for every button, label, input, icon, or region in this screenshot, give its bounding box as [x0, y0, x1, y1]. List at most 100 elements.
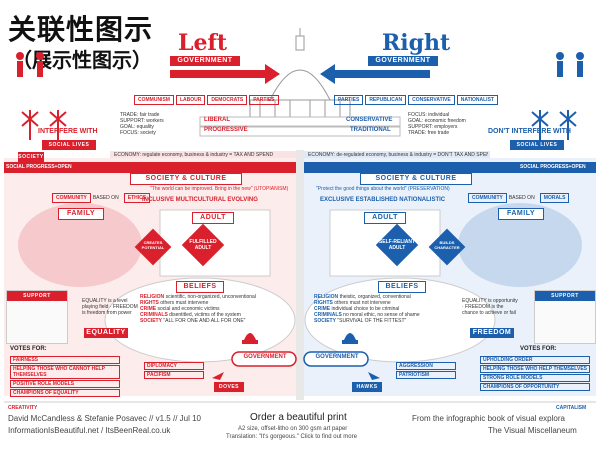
right-party-pill: PARTIES — [334, 95, 364, 105]
left-bottom-government: GOVERNMENT — [243, 354, 287, 360]
footer-order-sub2: Translation: "It's gorgeous." Click to f… — [226, 434, 357, 440]
left-vote-item: HELPING THOSE WHO CANNOT HELP THEMSELVES — [10, 365, 120, 379]
right-morals-pill: MORALS — [539, 193, 570, 203]
right-belief-value: no moral ethic, no sense of shame — [343, 312, 420, 318]
right-belief-item: CRIME individual choice to be criminal — [314, 306, 464, 312]
left-belief-key: CRIME — [140, 306, 157, 312]
right-family-label: FAMILY — [498, 208, 544, 220]
right-belief-key: SOCIETY — [314, 318, 336, 324]
right-interfere: DON'T INTERFERE WITH — [488, 128, 571, 135]
right-belief-value: individual choice to be criminal — [331, 306, 400, 312]
left-vote-item: POSITIVE ROLE MODELS — [10, 380, 120, 388]
right-support-panel: SUPPORT — [534, 290, 596, 344]
left-attributes: TRADE: fair trade SUPPORT: workers GOAL:… — [120, 112, 195, 136]
hawk-icon — [368, 372, 380, 380]
right-flag-icon — [531, 110, 577, 140]
left-party-pill: COMMUNISM — [134, 95, 174, 105]
right-arrow — [320, 64, 430, 84]
right-header-title: Right — [382, 30, 451, 56]
page-title: 关联性图示 — [8, 13, 154, 46]
left-belief-value: "ALL FOR ONE AND ALL FOR ONE" — [163, 318, 246, 324]
left-mid-vote: PACIFISM — [144, 371, 204, 379]
left-section-bar: SOCIAL PROGRESS+OPEN — [6, 164, 72, 170]
conservative-label: CONSERVATIVE — [346, 117, 393, 123]
left-family-label: FAMILY — [58, 208, 104, 220]
left-mid-votes: DIPLOMACY PACIFISM — [144, 362, 204, 379]
right-party-pill: NATIONALIST — [456, 95, 498, 105]
left-based-on: BASED ON — [92, 195, 119, 201]
left-equality-text: EQUALITY is a level playing field · FREE… — [82, 298, 138, 316]
right-exclusive: EXCLUSIVE ESTABLISHED NATIONALISTIC — [320, 197, 446, 203]
left-belief-value: social and economic victims — [157, 306, 220, 312]
left-support-panel: SUPPORT — [6, 290, 68, 344]
left-beliefs-label: BELIEFS — [176, 281, 224, 293]
right-capitol-icon — [342, 333, 358, 344]
left-vote-item: FAIRNESS — [10, 356, 120, 364]
doves-label: DOVES — [214, 382, 244, 392]
footer-capitalism: CAPITALISM — [556, 405, 587, 411]
right-attributes: FOCUS: individual GOAL: economic freedom… — [408, 112, 488, 136]
left-votes-list: FAIRNESS HELPING THOSE WHO CANNOT HELP T… — [10, 356, 120, 398]
left-fulfilled-adult: FULFILLED ADULT — [189, 239, 217, 251]
left-header-title: Left — [178, 30, 228, 56]
left-ethics-pill: ETHICS — [123, 193, 151, 203]
right-bottom-government: GOVERNMENT — [315, 354, 359, 360]
left-social-lives: SOCIAL LIVES — [42, 140, 96, 150]
left-vote-item: CHAMPIONS OF EQUALITY — [10, 389, 120, 397]
economy-left-bar — [110, 151, 296, 158]
right-support: SUPPORT: employers — [408, 124, 458, 130]
right-quote: "Protect the good things about the world… — [316, 186, 450, 192]
left-party-pill: PARTIES — [249, 95, 279, 105]
left-government-label: GOVERNMENT — [170, 56, 240, 66]
left-interfere: INTERFERE WITH — [38, 128, 98, 135]
freedom-label: FREEDOM — [470, 328, 514, 338]
right-mid-votes: AGGRESSION PATRIOTISM — [396, 362, 456, 379]
right-adult-label: ADULT — [364, 212, 406, 224]
left-beliefs-list: RELIGION scientific, non-organized, unco… — [140, 294, 290, 324]
center-divider — [296, 150, 304, 400]
page-subtitle: （展示性图示） — [12, 48, 152, 72]
right-vote-item: UPHOLDING ORDER — [480, 356, 590, 364]
right-family-bubble — [458, 203, 582, 287]
right-figures-icon — [556, 52, 584, 77]
left-party-pill: DEMOCRATS — [207, 95, 248, 105]
footer-order-sub1: A2 size, offset-litho on 300 gsm art pap… — [238, 426, 348, 432]
footer-site-link[interactable]: InformationIsBeautiful.net / ItsBeenReal… — [8, 426, 171, 435]
footer-order-link[interactable]: Order a beautiful print — [250, 412, 347, 423]
right-belief-key: CRIMINALS — [314, 312, 342, 318]
right-mid-vote: AGGRESSION — [396, 362, 456, 370]
hawks-label: HAWKS — [352, 382, 382, 392]
right-party-pill: REPUBLICAN — [365, 95, 407, 105]
right-vote-item: HELPING THOSE WHO HELP THEMSELVES — [480, 365, 590, 373]
economy-right-text: ECONOMY: de-regulated economy, business … — [308, 152, 488, 158]
right-belief-value: "SURVIVAL OF THE FITTEST" — [337, 318, 407, 324]
right-builds-character: BUILDS CHARACTER — [434, 240, 460, 250]
left-flag-icon — [21, 110, 67, 140]
left-belief-item: RIGHTS others must intervene — [140, 300, 290, 306]
left-belief-value: scientific, non-organized, unconventiona… — [165, 294, 256, 300]
right-society-title: SOCIETY & CULTURE — [360, 173, 472, 185]
right-belief-key: RELIGION — [314, 294, 339, 300]
left-support-title: SUPPORT — [7, 291, 67, 301]
right-party-pill: CONSERVATIVE — [408, 95, 455, 105]
left-society-title: SOCIETY & CULTURE — [130, 173, 242, 185]
capitol-dome-icon — [249, 28, 351, 121]
dove-icon — [212, 372, 224, 380]
left-capitol-icon — [242, 333, 258, 344]
left-focus: FOCUS: society — [120, 130, 156, 136]
economy-right-bar — [304, 151, 490, 158]
left-quote: "The world can be improved. Bring in the… — [150, 186, 289, 192]
footer-book-title[interactable]: The Visual Miscellaneum — [488, 426, 577, 435]
footer-book-text: From the infographic book of visual expl… — [412, 414, 565, 423]
left-belief-value: disentitled, victims of the system — [169, 312, 241, 318]
right-government-label: GOVERNMENT — [368, 56, 438, 66]
left-inclusive: INCLUSIVE MULTICULTURAL EVOLVING — [142, 197, 258, 203]
left-belief-item: CRIMINALS disentitled, victims of the sy… — [140, 312, 290, 318]
right-social-lives: SOCIAL LIVES — [510, 140, 564, 150]
left-party-pill: LABOUR — [175, 95, 206, 105]
right-freedom-text: EQUALITY is opportunity · FREEDOM is the… — [462, 298, 518, 316]
left-goal: GOAL: equality — [120, 124, 154, 130]
